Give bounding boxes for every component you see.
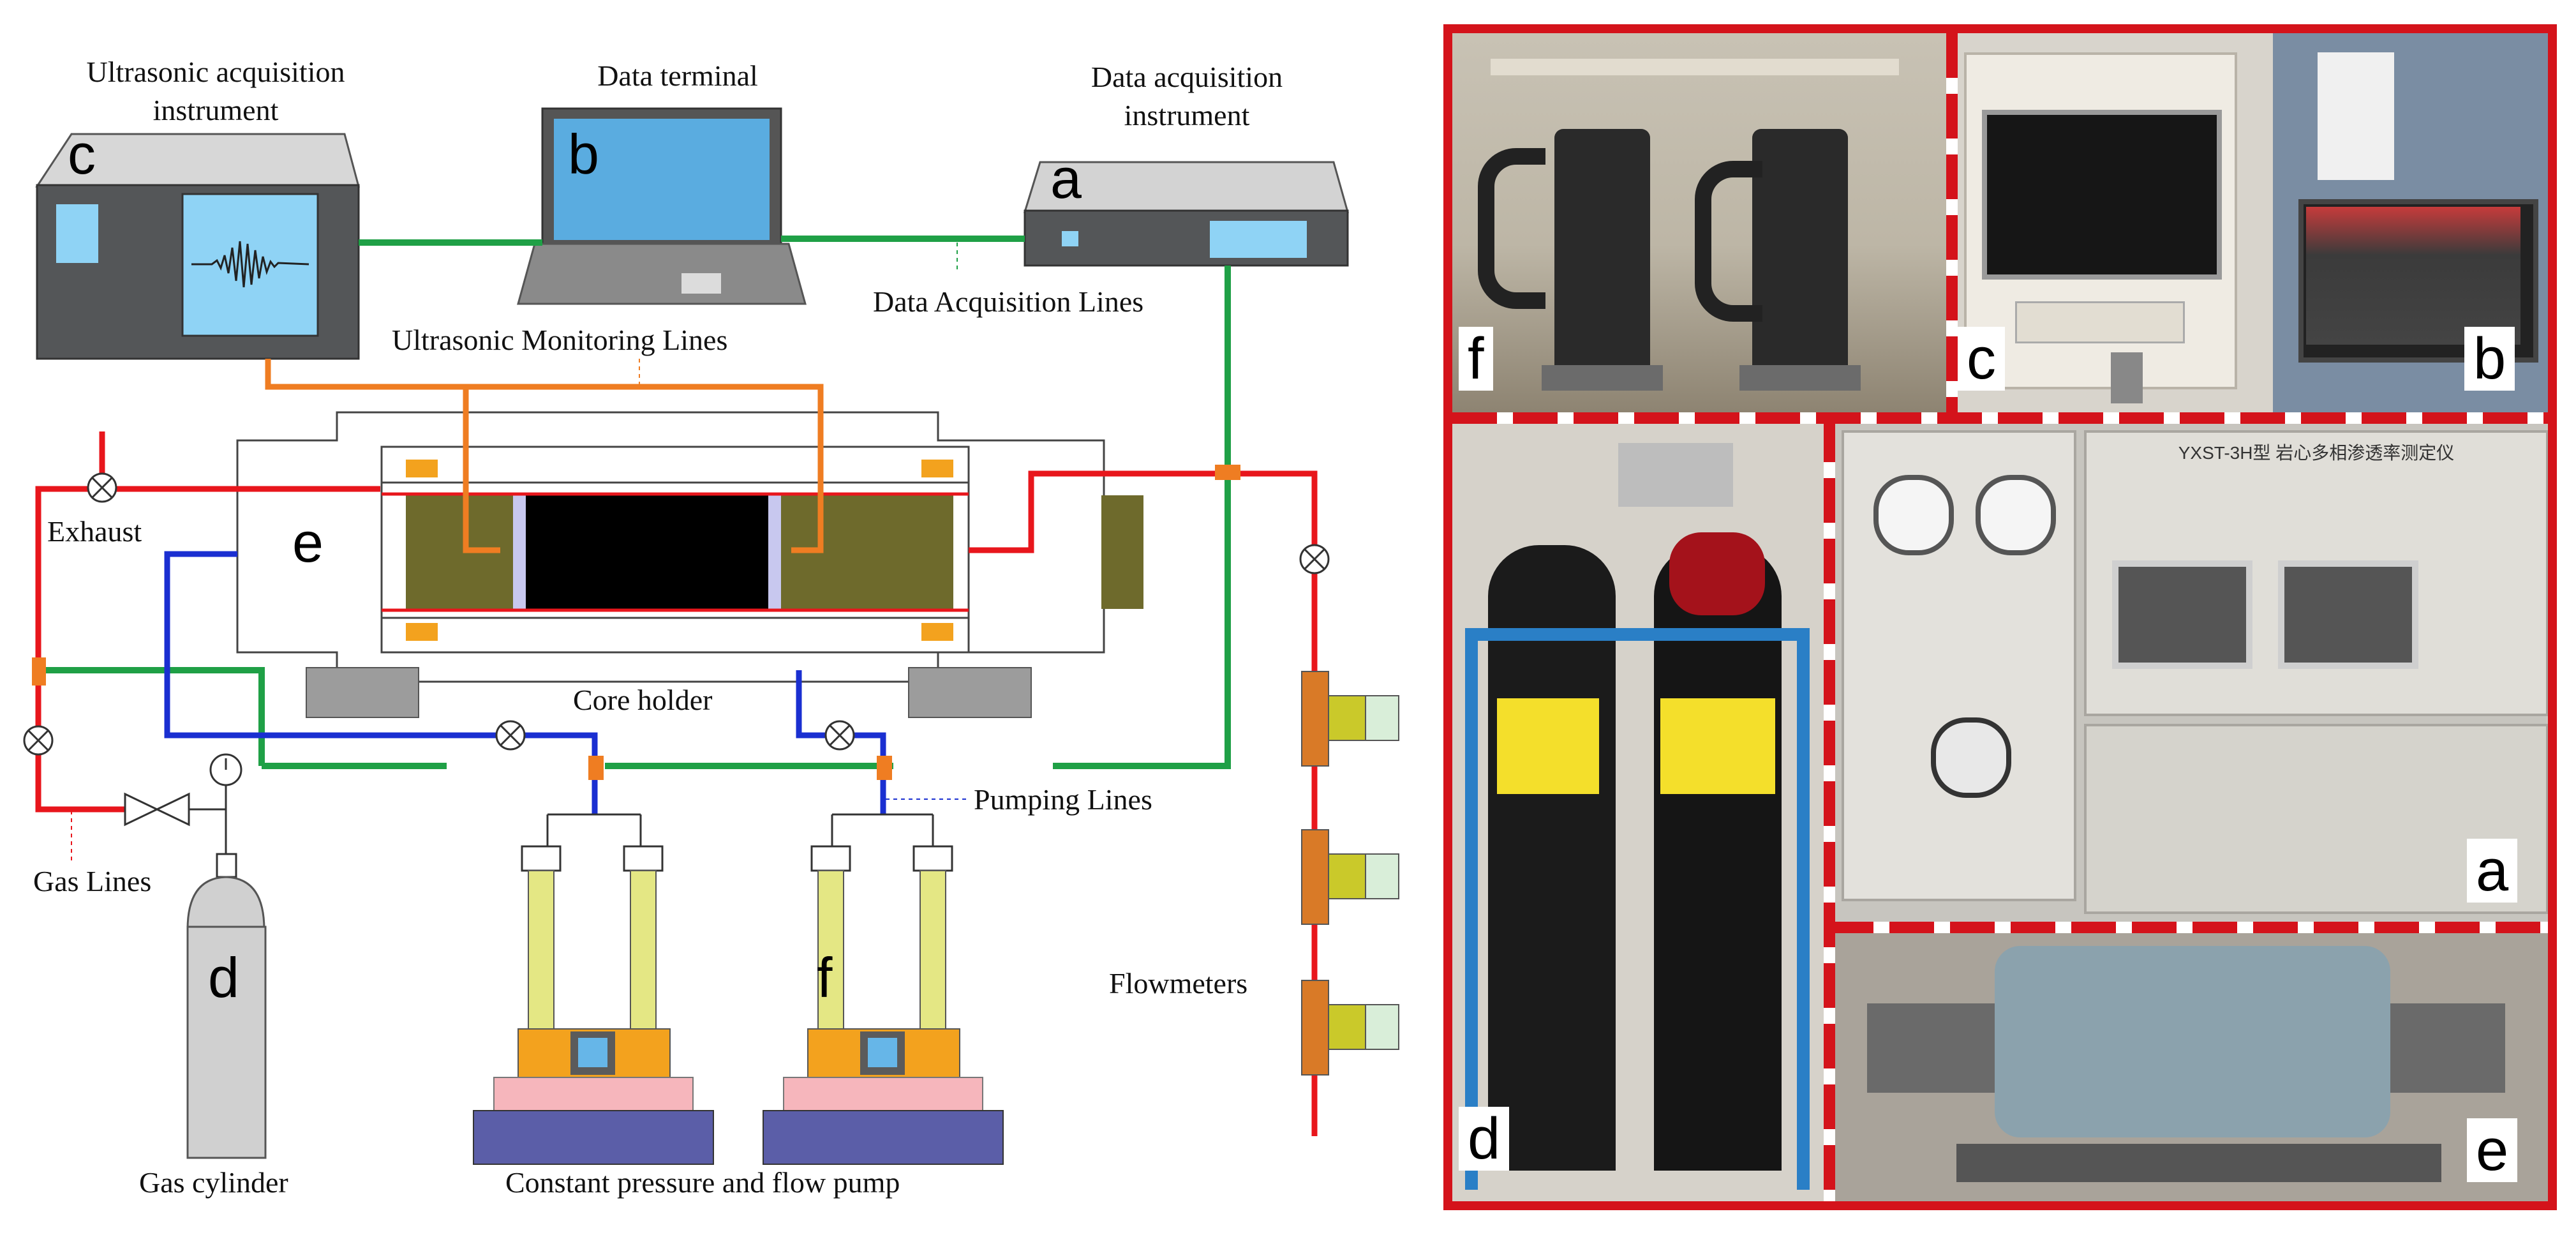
valve-icon	[87, 472, 117, 503]
letter-e: e	[292, 511, 324, 574]
letter-f: f	[817, 946, 833, 1009]
ultrasonic-label-line2: instrument	[153, 94, 279, 126]
flowmeter	[1301, 829, 1399, 925]
pump-left	[473, 813, 714, 1165]
acquisition-label-line1: Data acquisition	[1091, 61, 1283, 93]
pump-label: Constant pressure and flow pump	[505, 1166, 900, 1199]
waveform-icon	[191, 241, 309, 288]
gas-lines-label: Gas Lines	[33, 865, 151, 897]
flowmeters-label: Flowmeters	[1109, 967, 1247, 1000]
flowmeter	[1301, 980, 1399, 1076]
ultrasonic-instrument: c Ultrasonic acquisition instrument	[35, 56, 360, 360]
photo-tag-d: d	[1459, 1107, 1510, 1171]
pumping-lines-label: Pumping Lines	[974, 783, 1152, 816]
panel-title: YXST-3H型 岩心多相渗透率测定仪	[2178, 443, 2455, 463]
experiment-schematic: c Ultrasonic acquisition instrument b Da…	[23, 56, 1399, 1199]
photo-tag-c: c	[1958, 327, 2005, 391]
data-acquisition-instrument: a Data acquisition instrument	[1023, 61, 1349, 267]
photo-e-core-holder: e	[1829, 927, 2548, 1201]
photo-tag-e: e	[2467, 1118, 2518, 1182]
letter-b: b	[568, 123, 599, 186]
letter-a: a	[1050, 147, 1082, 210]
separator-bottom	[1829, 922, 2548, 933]
gas-cylinder-label: Gas cylinder	[139, 1166, 288, 1199]
acquisition-label-line2: instrument	[1124, 99, 1250, 131]
exhaust-label: Exhaust	[47, 515, 142, 548]
separator-left	[1824, 417, 1835, 1201]
flowmeters	[1301, 671, 1399, 1076]
ultrasonic-lines	[265, 359, 824, 553]
photo-tag-a: a	[2467, 839, 2518, 903]
valve-icon	[23, 725, 54, 756]
photo-tag-f: f	[1459, 327, 1493, 391]
core-holder-label: Core holder	[573, 684, 712, 716]
letter-c: c	[68, 123, 96, 186]
data-lines	[40, 236, 1231, 769]
separator-top	[1452, 412, 2548, 424]
photo-a-acquisition: YXST-3H型 岩心多相渗透率测定仪 a	[1829, 417, 2548, 927]
valve-icon	[495, 720, 526, 751]
tee-junctions	[32, 465, 1240, 780]
separator-top-left	[1946, 33, 1958, 416]
data-terminal: b Data terminal	[517, 59, 807, 305]
valves	[23, 472, 1330, 756]
photo-c-ultrasonic: c	[1951, 33, 2273, 417]
flowmeter	[1301, 671, 1399, 767]
ultrasonic-monitoring-lines-label: Ultrasonic Monitoring Lines	[392, 324, 727, 356]
valve-icon	[1299, 544, 1330, 574]
ultrasonic-label-line1: Ultrasonic acquisition	[87, 56, 345, 88]
gas-cylinder: d	[124, 753, 267, 1159]
photo-b-monitor: b	[2273, 33, 2548, 417]
pump-right: f	[763, 813, 1004, 1165]
photo-f-core-holders: f	[1452, 33, 1951, 417]
valve-icon	[824, 720, 855, 751]
terminal-label: Data terminal	[597, 59, 758, 92]
letter-d: d	[208, 946, 239, 1009]
equipment-photo-panel: f c b d YXST-3H型 岩心多相渗透率测定仪	[1443, 24, 2557, 1210]
photo-d-gas-cylinders: d	[1452, 417, 1829, 1201]
data-acquisition-lines-label: Data Acquisition Lines	[873, 285, 1143, 318]
photo-tag-b: b	[2464, 327, 2515, 391]
core-holder: e	[236, 411, 1143, 718]
